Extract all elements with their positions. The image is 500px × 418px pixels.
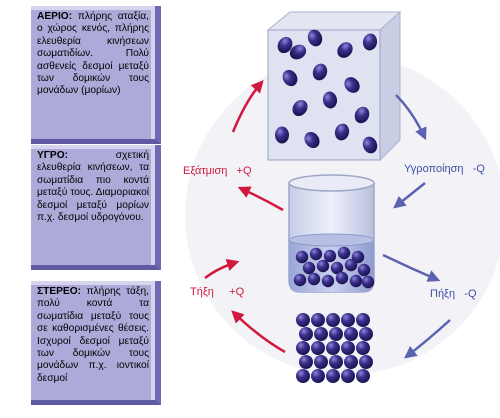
particle xyxy=(307,29,323,47)
particle xyxy=(309,247,323,261)
freezing-arrow-down xyxy=(404,319,451,359)
particle xyxy=(344,258,358,272)
freezing-heat: -Q xyxy=(464,288,477,300)
particle xyxy=(337,42,353,58)
particle xyxy=(362,33,378,51)
particle xyxy=(341,341,355,355)
particle xyxy=(304,131,320,149)
particle xyxy=(316,259,330,273)
gas-text: πλήρης αταξία, ο χώρος κενός, πλήρης ελε… xyxy=(37,11,149,97)
particle xyxy=(344,327,358,341)
evaporation-arrow-left xyxy=(237,186,284,212)
gas-container xyxy=(266,10,402,162)
condensation-text: Υγροποίηση xyxy=(404,163,464,175)
particle xyxy=(349,274,363,288)
condensation-label: Υγροποίηση -Q xyxy=(404,163,485,175)
particle xyxy=(326,341,340,355)
particle xyxy=(323,249,337,263)
melting-heat: +Q xyxy=(229,286,245,298)
freezing-text: Πήξη xyxy=(430,288,456,300)
particle xyxy=(341,369,355,383)
solid-lattice xyxy=(296,313,373,383)
particle xyxy=(311,369,325,383)
particle xyxy=(296,313,310,327)
particle xyxy=(314,327,328,341)
particle xyxy=(311,313,325,327)
particle xyxy=(335,271,349,285)
particle xyxy=(311,341,325,355)
particle xyxy=(361,275,375,289)
particle xyxy=(321,274,335,288)
solid-title: ΣΤΕΡΕΟ: xyxy=(37,286,82,297)
particle xyxy=(296,369,310,383)
condensation-arrow-left xyxy=(393,182,426,209)
particle xyxy=(362,136,378,154)
particle xyxy=(299,355,313,369)
particle xyxy=(275,126,289,144)
particle xyxy=(307,272,321,286)
condensation-arrow-down xyxy=(395,94,427,141)
particle xyxy=(299,327,313,341)
particle xyxy=(302,261,316,275)
particle xyxy=(357,263,371,277)
particle xyxy=(326,313,340,327)
particle xyxy=(356,369,370,383)
particle xyxy=(282,69,298,87)
particle xyxy=(344,355,358,369)
liquid-text: σχετική ελευθερία κινήσεων, τα σωματίδια… xyxy=(37,150,149,224)
particle xyxy=(356,341,370,355)
melting-label: Τήξη +Q xyxy=(190,286,244,298)
particle xyxy=(314,355,328,369)
particle xyxy=(351,250,365,264)
particle xyxy=(295,250,309,264)
particle xyxy=(354,106,370,124)
liquid-beaker xyxy=(288,174,375,293)
particle xyxy=(292,99,308,117)
particle xyxy=(326,369,340,383)
particle xyxy=(277,36,293,54)
melting-arrow-left xyxy=(231,310,286,354)
evaporation-label: Εξάτμιση +Q xyxy=(183,165,252,177)
particle xyxy=(359,355,373,369)
solid-text: πλήρης τάξη, πολύ κοντά τα σωματίδια μετ… xyxy=(37,286,149,384)
gas-title: ΑΕΡΙΟ: xyxy=(37,11,73,22)
particle xyxy=(293,273,307,287)
particle xyxy=(296,341,310,355)
particle xyxy=(322,91,338,109)
particle xyxy=(359,327,373,341)
melting-arrow-up xyxy=(204,259,240,279)
evaporation-arrow-up xyxy=(231,80,264,133)
particle xyxy=(312,63,328,81)
solid-description-box: ΣΤΕΡΕΟ: πλήρης τάξη, πολύ κοντά τα σωματ… xyxy=(31,281,161,405)
freezing-arrow-right xyxy=(382,253,441,282)
particle xyxy=(329,327,343,341)
particle xyxy=(329,355,343,369)
evaporation-text: Εξάτμιση xyxy=(183,165,228,177)
evaporation-heat: +Q xyxy=(236,165,252,177)
freezing-label: Πήξη -Q xyxy=(430,288,477,300)
particle xyxy=(344,77,360,93)
melting-text: Τήξη xyxy=(190,286,214,298)
particle xyxy=(356,313,370,327)
particle xyxy=(330,261,344,275)
gas-description-box: ΑΕΡΙΟ: πλήρης αταξία, ο χώρος κενός, πλή… xyxy=(31,6,161,144)
liquid-description-box: ΥΓΡΟ: σχετική ελευθερία κινήσεων, τα σωμ… xyxy=(31,145,161,270)
particle xyxy=(337,246,351,260)
particle xyxy=(334,123,350,141)
particle xyxy=(289,44,307,60)
condensation-heat: -Q xyxy=(472,163,485,175)
particle xyxy=(341,313,355,327)
liquid-title: ΥΓΡΟ: xyxy=(37,150,69,161)
